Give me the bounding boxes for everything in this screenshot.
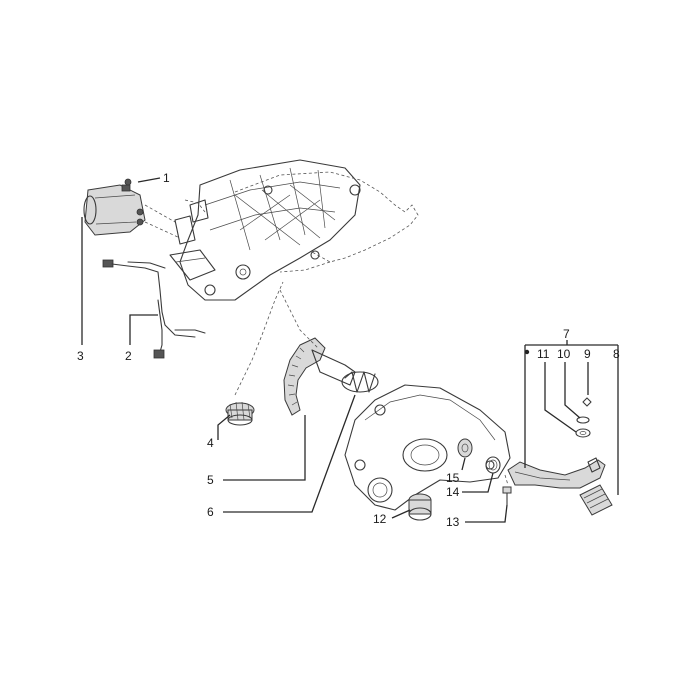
cover-plug xyxy=(408,493,432,521)
starter-bracket xyxy=(144,199,206,245)
part-label-13: 13 xyxy=(446,515,460,529)
part-label-6: 6 xyxy=(207,505,214,519)
part-label-12: 12 xyxy=(373,512,387,526)
return-spring xyxy=(279,289,379,393)
part-label-3: 3 xyxy=(77,349,84,363)
gasket-outline xyxy=(234,171,419,273)
part-label-14: 14 xyxy=(446,485,460,499)
bolt xyxy=(502,474,512,506)
group-marker-dot xyxy=(524,349,530,355)
part-label-8: 8 xyxy=(613,347,620,361)
circlip xyxy=(485,456,501,474)
starter-motor xyxy=(83,178,146,236)
part-label-15: 15 xyxy=(446,471,460,485)
part-label-7: 7 xyxy=(563,327,570,341)
part-label-9: 9 xyxy=(584,347,591,361)
bushing xyxy=(457,438,473,458)
part-label-4: 4 xyxy=(207,436,214,450)
starter-gear xyxy=(225,281,284,426)
part-label-2: 2 xyxy=(125,349,132,363)
kickstart-sector-gear xyxy=(283,337,356,416)
part-label-11: 11 xyxy=(537,347,550,361)
kickstart-lever xyxy=(507,457,606,489)
part-label-10: 10 xyxy=(557,347,571,361)
pivot-hardware xyxy=(575,397,592,438)
part-labels: 1 2 3 4 5 6 7 8 9 10 11 12 13 14 15 xyxy=(77,171,620,529)
part-label-1: 1 xyxy=(163,171,170,185)
wiring-harness xyxy=(102,259,206,359)
part-label-5: 5 xyxy=(207,473,214,487)
transmission-cover xyxy=(344,384,511,511)
engine-crankcase xyxy=(169,159,361,301)
lever-grip xyxy=(579,484,613,516)
leader-lines xyxy=(81,177,619,523)
